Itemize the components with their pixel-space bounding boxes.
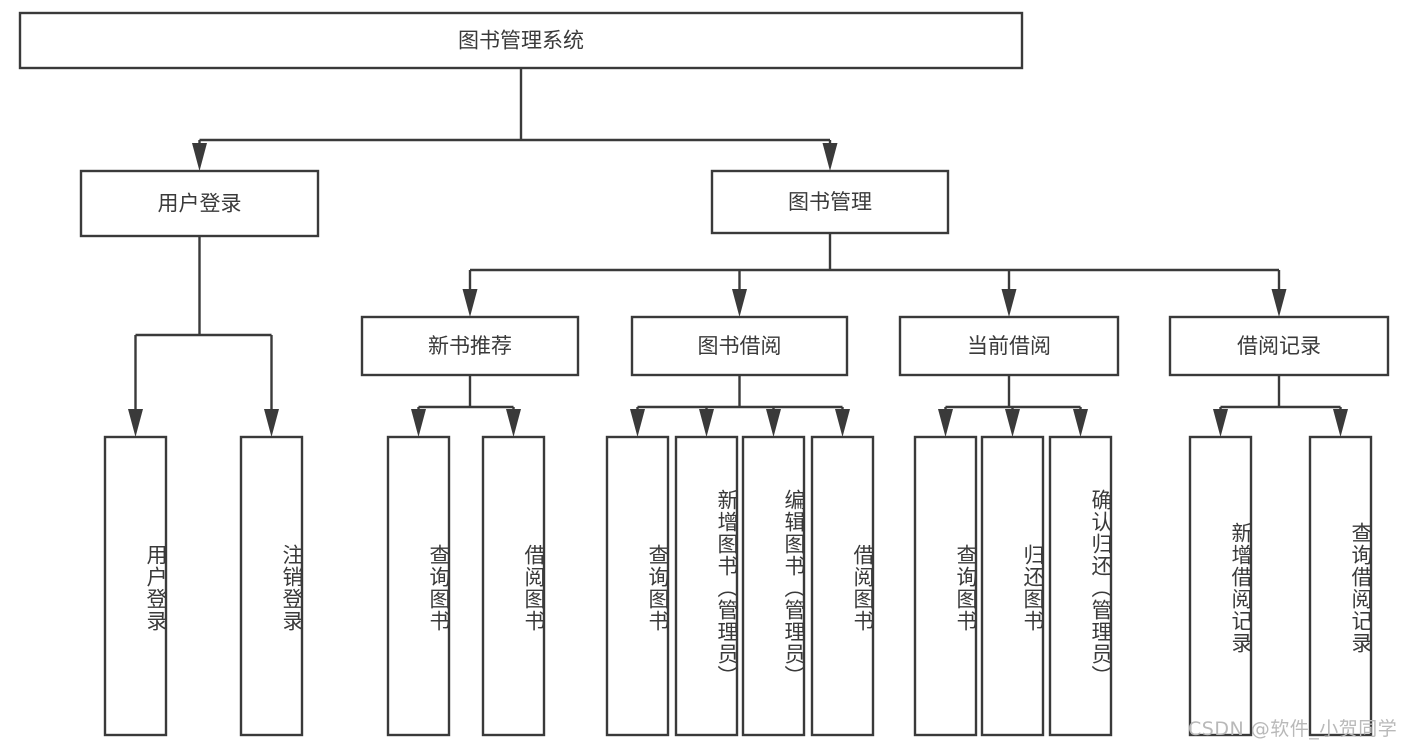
node-图书管理系统[interactable]	[18, 11, 1024, 70]
node-用户登录[interactable]	[79, 169, 320, 238]
node-box[interactable]	[710, 169, 950, 235]
node-label: 图书借阅	[698, 334, 782, 358]
node-box[interactable]	[630, 315, 849, 377]
node-box[interactable]	[18, 11, 1024, 70]
node-label: 当前借阅	[967, 334, 1051, 358]
node-图书借阅[interactable]	[630, 315, 849, 377]
node-借阅记录[interactable]	[1168, 315, 1390, 377]
arrow-head-icon	[128, 409, 143, 437]
arrow-head-icon	[506, 409, 521, 437]
node-box[interactable]	[103, 435, 168, 737]
arrow-head-icon	[1271, 289, 1287, 317]
node-图书管理[interactable]	[710, 169, 950, 235]
box-layer	[18, 11, 1390, 737]
node-label: 借阅记录	[1237, 334, 1321, 358]
node-box[interactable]	[980, 435, 1045, 737]
arrow-head-icon	[411, 409, 426, 437]
arrow-head-icon	[630, 409, 645, 437]
node-label: 用户登录	[158, 192, 242, 216]
arrow-head-icon	[1333, 409, 1348, 437]
arrow-head-icon	[1213, 409, 1228, 437]
node-新增借阅记录[interactable]	[1188, 435, 1253, 737]
arrow-head-icon	[264, 409, 279, 437]
node-注销登录[interactable]	[239, 435, 304, 737]
node-box[interactable]	[386, 435, 451, 737]
node-box[interactable]	[741, 435, 806, 737]
arrow-head-icon	[192, 143, 207, 171]
node-用户登录[interactable]	[103, 435, 168, 737]
node-归还图书[interactable]	[980, 435, 1045, 737]
node-借阅图书[interactable]	[481, 435, 546, 737]
node-label: 新书推荐	[428, 334, 512, 358]
arrow-head-icon	[766, 409, 781, 437]
node-确认归还管理员[interactable]	[1048, 435, 1113, 737]
node-查询图书[interactable]	[386, 435, 451, 737]
arrow-head-icon	[462, 289, 478, 317]
node-查询图书[interactable]	[605, 435, 670, 737]
node-box[interactable]	[1188, 435, 1253, 737]
node-box[interactable]	[1168, 315, 1390, 377]
watermark-text: CSDN @软件_小贺同学	[1188, 718, 1398, 740]
node-box[interactable]	[360, 315, 580, 377]
arrow-head-icon	[822, 143, 838, 171]
node-box[interactable]	[239, 435, 304, 737]
node-box[interactable]	[1308, 435, 1373, 737]
node-新书推荐[interactable]	[360, 315, 580, 377]
node-新增图书管理员[interactable]	[674, 435, 739, 737]
arrow-head-icon	[938, 409, 953, 437]
node-box[interactable]	[810, 435, 875, 737]
node-box[interactable]	[79, 169, 320, 238]
arrow-head-icon	[1073, 409, 1088, 437]
node-编辑图书管理员[interactable]	[741, 435, 806, 737]
node-借阅图书[interactable]	[810, 435, 875, 737]
node-当前借阅[interactable]	[898, 315, 1120, 377]
arrow-head-icon	[699, 409, 714, 437]
arrow-head-icon	[1001, 289, 1017, 317]
node-box[interactable]	[481, 435, 546, 737]
arrow-head-icon	[1005, 409, 1020, 437]
node-label: 图书管理	[788, 190, 872, 214]
node-box[interactable]	[898, 315, 1120, 377]
node-label: 图书管理系统	[458, 29, 584, 53]
node-box[interactable]	[674, 435, 739, 737]
node-box[interactable]	[1048, 435, 1113, 737]
node-box[interactable]	[913, 435, 978, 737]
node-查询借阅记录[interactable]	[1308, 435, 1373, 737]
node-查询图书[interactable]	[913, 435, 978, 737]
arrow-head-icon	[732, 289, 747, 317]
connector-layer	[128, 68, 1348, 437]
node-box[interactable]	[605, 435, 670, 737]
arrow-head-icon	[835, 409, 850, 437]
